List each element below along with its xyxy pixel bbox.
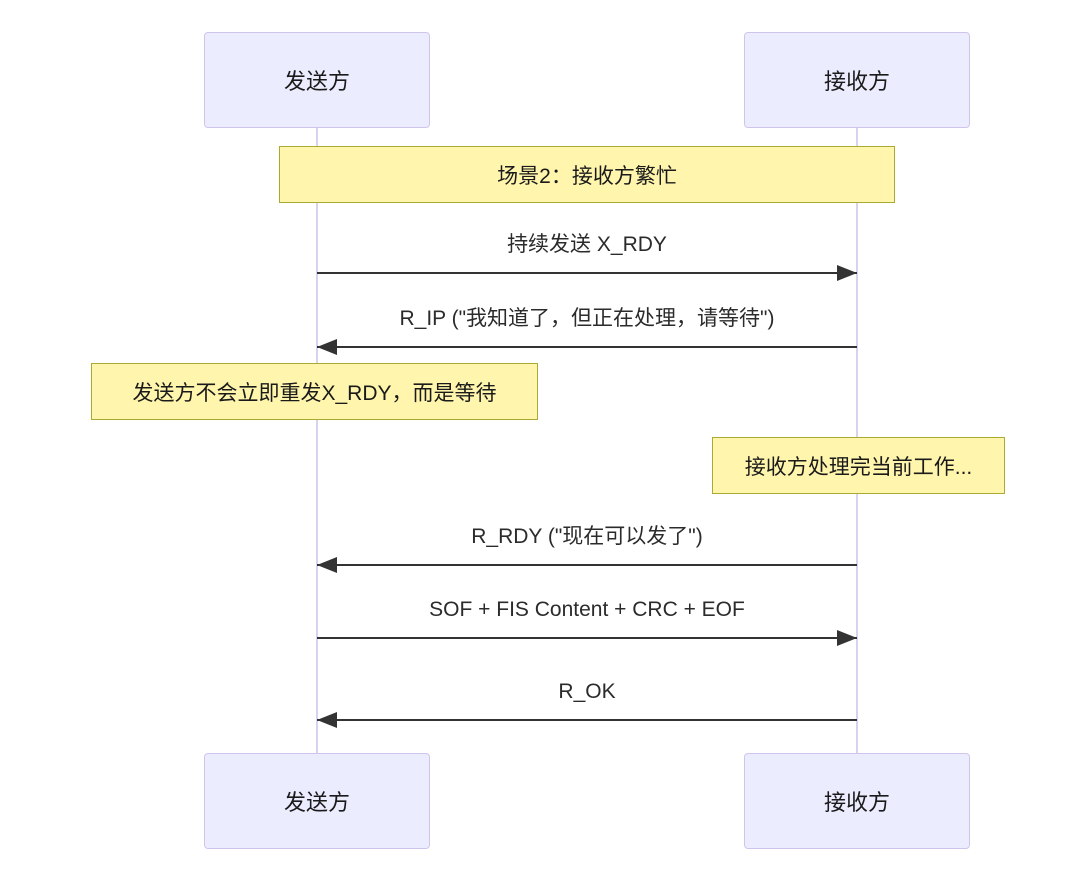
message-label: SOF + FIS Content + CRC + EOF: [429, 598, 745, 621]
actor-label-sender: 发送方: [283, 69, 350, 94]
arrow-left-icon: [317, 339, 337, 355]
arrow-right-icon: [837, 265, 857, 281]
title-note-text: 场景2：接收方繁忙: [497, 164, 677, 188]
actor-box-sender-bottom: 发送方: [204, 753, 430, 849]
message-label: 持续发送 X_RDY: [507, 233, 667, 256]
actor-box-sender-top: 发送方: [204, 32, 430, 128]
message-line: [317, 719, 857, 721]
arrow-right-icon: [837, 630, 857, 646]
actor-label-receiver: 接收方: [823, 69, 890, 94]
message-line: [317, 637, 857, 639]
actor-box-receiver-bottom: 接收方: [744, 753, 970, 849]
message-line: [317, 272, 857, 274]
lifeline-sender: [316, 128, 318, 753]
note-over-sender: 发送方不会立即重发X_RDY，而是等待: [91, 363, 538, 420]
arrow-left-icon: [317, 712, 337, 728]
arrow-left-icon: [317, 557, 337, 573]
note-over-receiver-text: 接收方处理完当前工作...: [744, 455, 973, 479]
actor-label-sender: 发送方: [283, 790, 350, 815]
message-label: R_OK: [558, 680, 616, 703]
message-label: R_IP ("我知道了，但正在处理，请等待"): [399, 307, 775, 330]
message-line: [317, 564, 857, 566]
note-over-receiver: 接收方处理完当前工作...: [712, 437, 1005, 494]
note-over-sender-text: 发送方不会立即重发X_RDY，而是等待: [132, 381, 497, 405]
title-note: 场景2：接收方繁忙: [279, 146, 895, 203]
message-label: R_RDY ("现在可以发了"): [471, 525, 703, 548]
actor-label-receiver: 接收方: [823, 790, 890, 815]
actor-box-receiver-top: 接收方: [744, 32, 970, 128]
message-line: [317, 346, 857, 348]
